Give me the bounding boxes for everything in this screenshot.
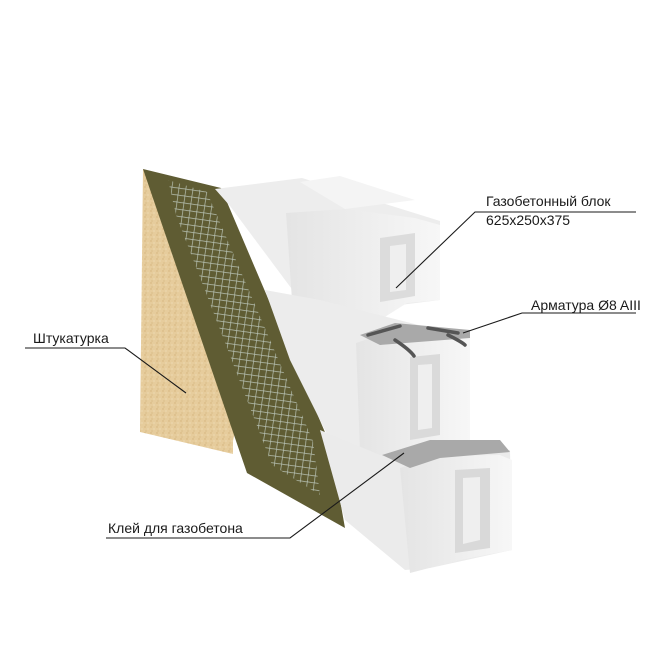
- plaster-layer: [140, 169, 238, 454]
- label-block-size: 625x250x375: [486, 212, 571, 228]
- label-glue: Клей для газобетона: [108, 520, 243, 536]
- label-rebar: Арматура Ø8 AIII: [531, 297, 641, 313]
- label-plaster: Штукатурка: [33, 330, 109, 346]
- callout-line-glue: [106, 452, 405, 539]
- aerated-concrete-blocks: [215, 176, 512, 573]
- callout-line-rebar: [462, 312, 636, 334]
- callout-line-block: [395, 211, 636, 289]
- label-gas-concrete-block: Газобетонный блок: [486, 193, 611, 209]
- callout-lines: [25, 211, 636, 539]
- rebar: [366, 324, 467, 358]
- callout-line-plaster: [25, 347, 187, 394]
- mesh-grid: [168, 180, 320, 495]
- glue-seam-lower: [382, 440, 510, 468]
